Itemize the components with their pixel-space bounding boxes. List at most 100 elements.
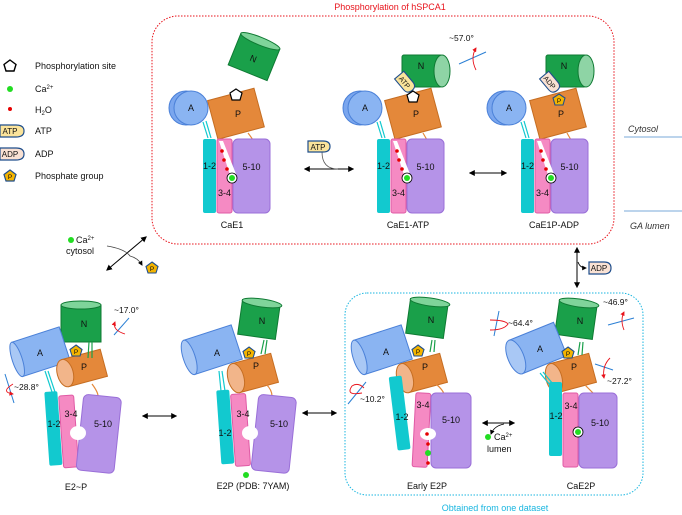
water-icon <box>426 461 430 465</box>
tm-5-10 <box>550 138 589 214</box>
legend-label: ADP <box>35 149 54 159</box>
calcium-lumen-binding: Ca2+ lumen <box>481 420 516 454</box>
state-label: CaE1 <box>221 220 244 230</box>
tm-1-2 <box>377 139 390 213</box>
rotation-arrow <box>6 383 14 396</box>
tm-1-2-label: 1-2 <box>47 419 60 429</box>
tm-1-2 <box>203 139 216 213</box>
state-cae1-atp: N ATP A P 1-2 3-4 5-10 CaE1-ATP ~57.0° <box>342 33 487 230</box>
n-domain-label: N <box>418 61 425 71</box>
rotation-angle: ~64.4° <box>508 318 533 328</box>
p-domain <box>528 87 587 140</box>
legend-item-adp: ADP ADP <box>0 147 54 161</box>
state-label: CaE2P <box>567 481 596 491</box>
calcium-icon <box>425 450 431 456</box>
tm-1-2-label: 1-2 <box>549 411 562 421</box>
adp-tag-icon <box>538 70 561 93</box>
phosphate-icon <box>552 93 566 106</box>
atp-tag-icon <box>393 70 416 93</box>
ion-label: Ca2+ <box>76 235 95 245</box>
tm-3-4-label: 3-4 <box>218 188 231 198</box>
n-domain-top <box>240 32 281 51</box>
phosphate-icon <box>242 346 256 359</box>
state-e2-p: N A P P 1-2 3-4 5-10 E2~P ~17.0° ~28.8° <box>4 300 139 492</box>
tm-5-10-label: 5-10 <box>442 415 460 425</box>
state-label: E2P (PDB: 7YAM) <box>217 481 290 491</box>
n-domain-top <box>60 300 102 310</box>
rotation-axis <box>594 363 614 371</box>
adp-tag-icon <box>588 261 612 275</box>
calcium-icon <box>485 434 491 440</box>
water-icon <box>220 149 224 153</box>
tm-1-2-label: 1-2 <box>521 161 534 171</box>
rotation-axis <box>493 310 500 337</box>
rotation-angle: ~27.2° <box>607 376 632 386</box>
tm-1-2-label: 1-2 <box>203 161 216 171</box>
a-domain-label: A <box>37 348 43 358</box>
rotation-arrow <box>620 311 625 331</box>
n-domain-label: N <box>81 319 88 329</box>
tm-3-4-label: 3-4 <box>416 400 429 410</box>
a-domain-label: A <box>506 103 512 113</box>
phosphorylation-title: Phosphorylation of hSPCA1 <box>334 2 446 12</box>
rotation-axis <box>4 373 15 404</box>
a-domain <box>491 90 527 126</box>
phosphate-tag-text: P <box>74 349 78 356</box>
location-label: lumen <box>487 444 512 454</box>
legend-item-phosphorylation-site: Phosphorylation site <box>3 59 116 72</box>
tm-1-2-label: 1-2 <box>377 161 390 171</box>
tm-5-10-label: 5-10 <box>416 162 434 172</box>
tm-3-4-label: 3-4 <box>564 401 577 411</box>
tm-5-10-label: 5-10 <box>560 162 578 172</box>
rotation-axis <box>458 51 487 65</box>
legend-item-calcium: Ca2+ <box>7 84 54 94</box>
legend: Phosphorylation site Ca2+ H2O ATP ATP AD… <box>0 59 116 182</box>
water-icon <box>544 167 548 171</box>
water-icon <box>426 442 430 446</box>
n-domain-label: N <box>428 315 435 325</box>
n-domain-label: N <box>248 53 258 65</box>
tm-1-2-label: 1-2 <box>395 412 408 422</box>
water-icon <box>222 158 226 162</box>
phosphate-tag-text: P <box>247 351 251 358</box>
adp-tag-icon <box>0 147 25 161</box>
one-dataset-frame <box>344 292 644 496</box>
state-label: CaE1P-ADP <box>529 220 579 230</box>
tm-1-2 <box>216 389 235 465</box>
tm-5-10 <box>430 392 472 469</box>
tm-3-4-label: 3-4 <box>236 409 249 419</box>
rotation-arrow <box>601 357 611 379</box>
rotation-arrow <box>111 321 126 335</box>
n-domain-face <box>433 54 451 88</box>
p-domain-label: P <box>413 109 419 119</box>
legend-item-water: H2O <box>8 105 52 117</box>
rotation-arrow <box>472 47 477 71</box>
state-early-e2p: N A P P 1-2 3-4 5-10 Early E2P ~10.2° <box>347 296 472 491</box>
tm-3-4-label: 3-4 <box>392 188 405 198</box>
rotation-arrow <box>489 319 509 331</box>
tm-1-2-label: 1-2 <box>218 428 231 438</box>
transition-arrow <box>106 236 147 271</box>
tm-5-10-label: 5-10 <box>270 419 288 429</box>
tm-5-10 <box>406 138 445 214</box>
one-dataset-title: Obtained from one dataset <box>442 503 549 513</box>
n-domain-top <box>409 296 451 308</box>
tm-1-2 <box>521 139 534 213</box>
adp-tag-text: ADP <box>2 150 18 159</box>
location-label: cytosol <box>66 246 94 256</box>
state-cae1p-adp: N ADP A P P 1-2 3-4 5-10 CaE1P-ADP <box>486 54 595 230</box>
tm-5-10 <box>232 138 271 214</box>
tm-1-2 <box>388 375 411 451</box>
rotation-arrow <box>349 383 365 395</box>
water-icon <box>541 158 545 162</box>
phosphate-tag-text: P <box>8 174 12 181</box>
n-domain-label: N <box>561 61 568 71</box>
phosphate-icon <box>69 344 83 357</box>
atp-tag-icon <box>307 140 331 153</box>
legend-label: H2O <box>35 105 52 117</box>
tm-1-2 <box>44 391 63 466</box>
water-icon <box>225 167 229 171</box>
atp-tag-text: ATP <box>311 143 326 152</box>
n-domain-label: N <box>259 316 266 326</box>
a-domain <box>173 90 209 126</box>
